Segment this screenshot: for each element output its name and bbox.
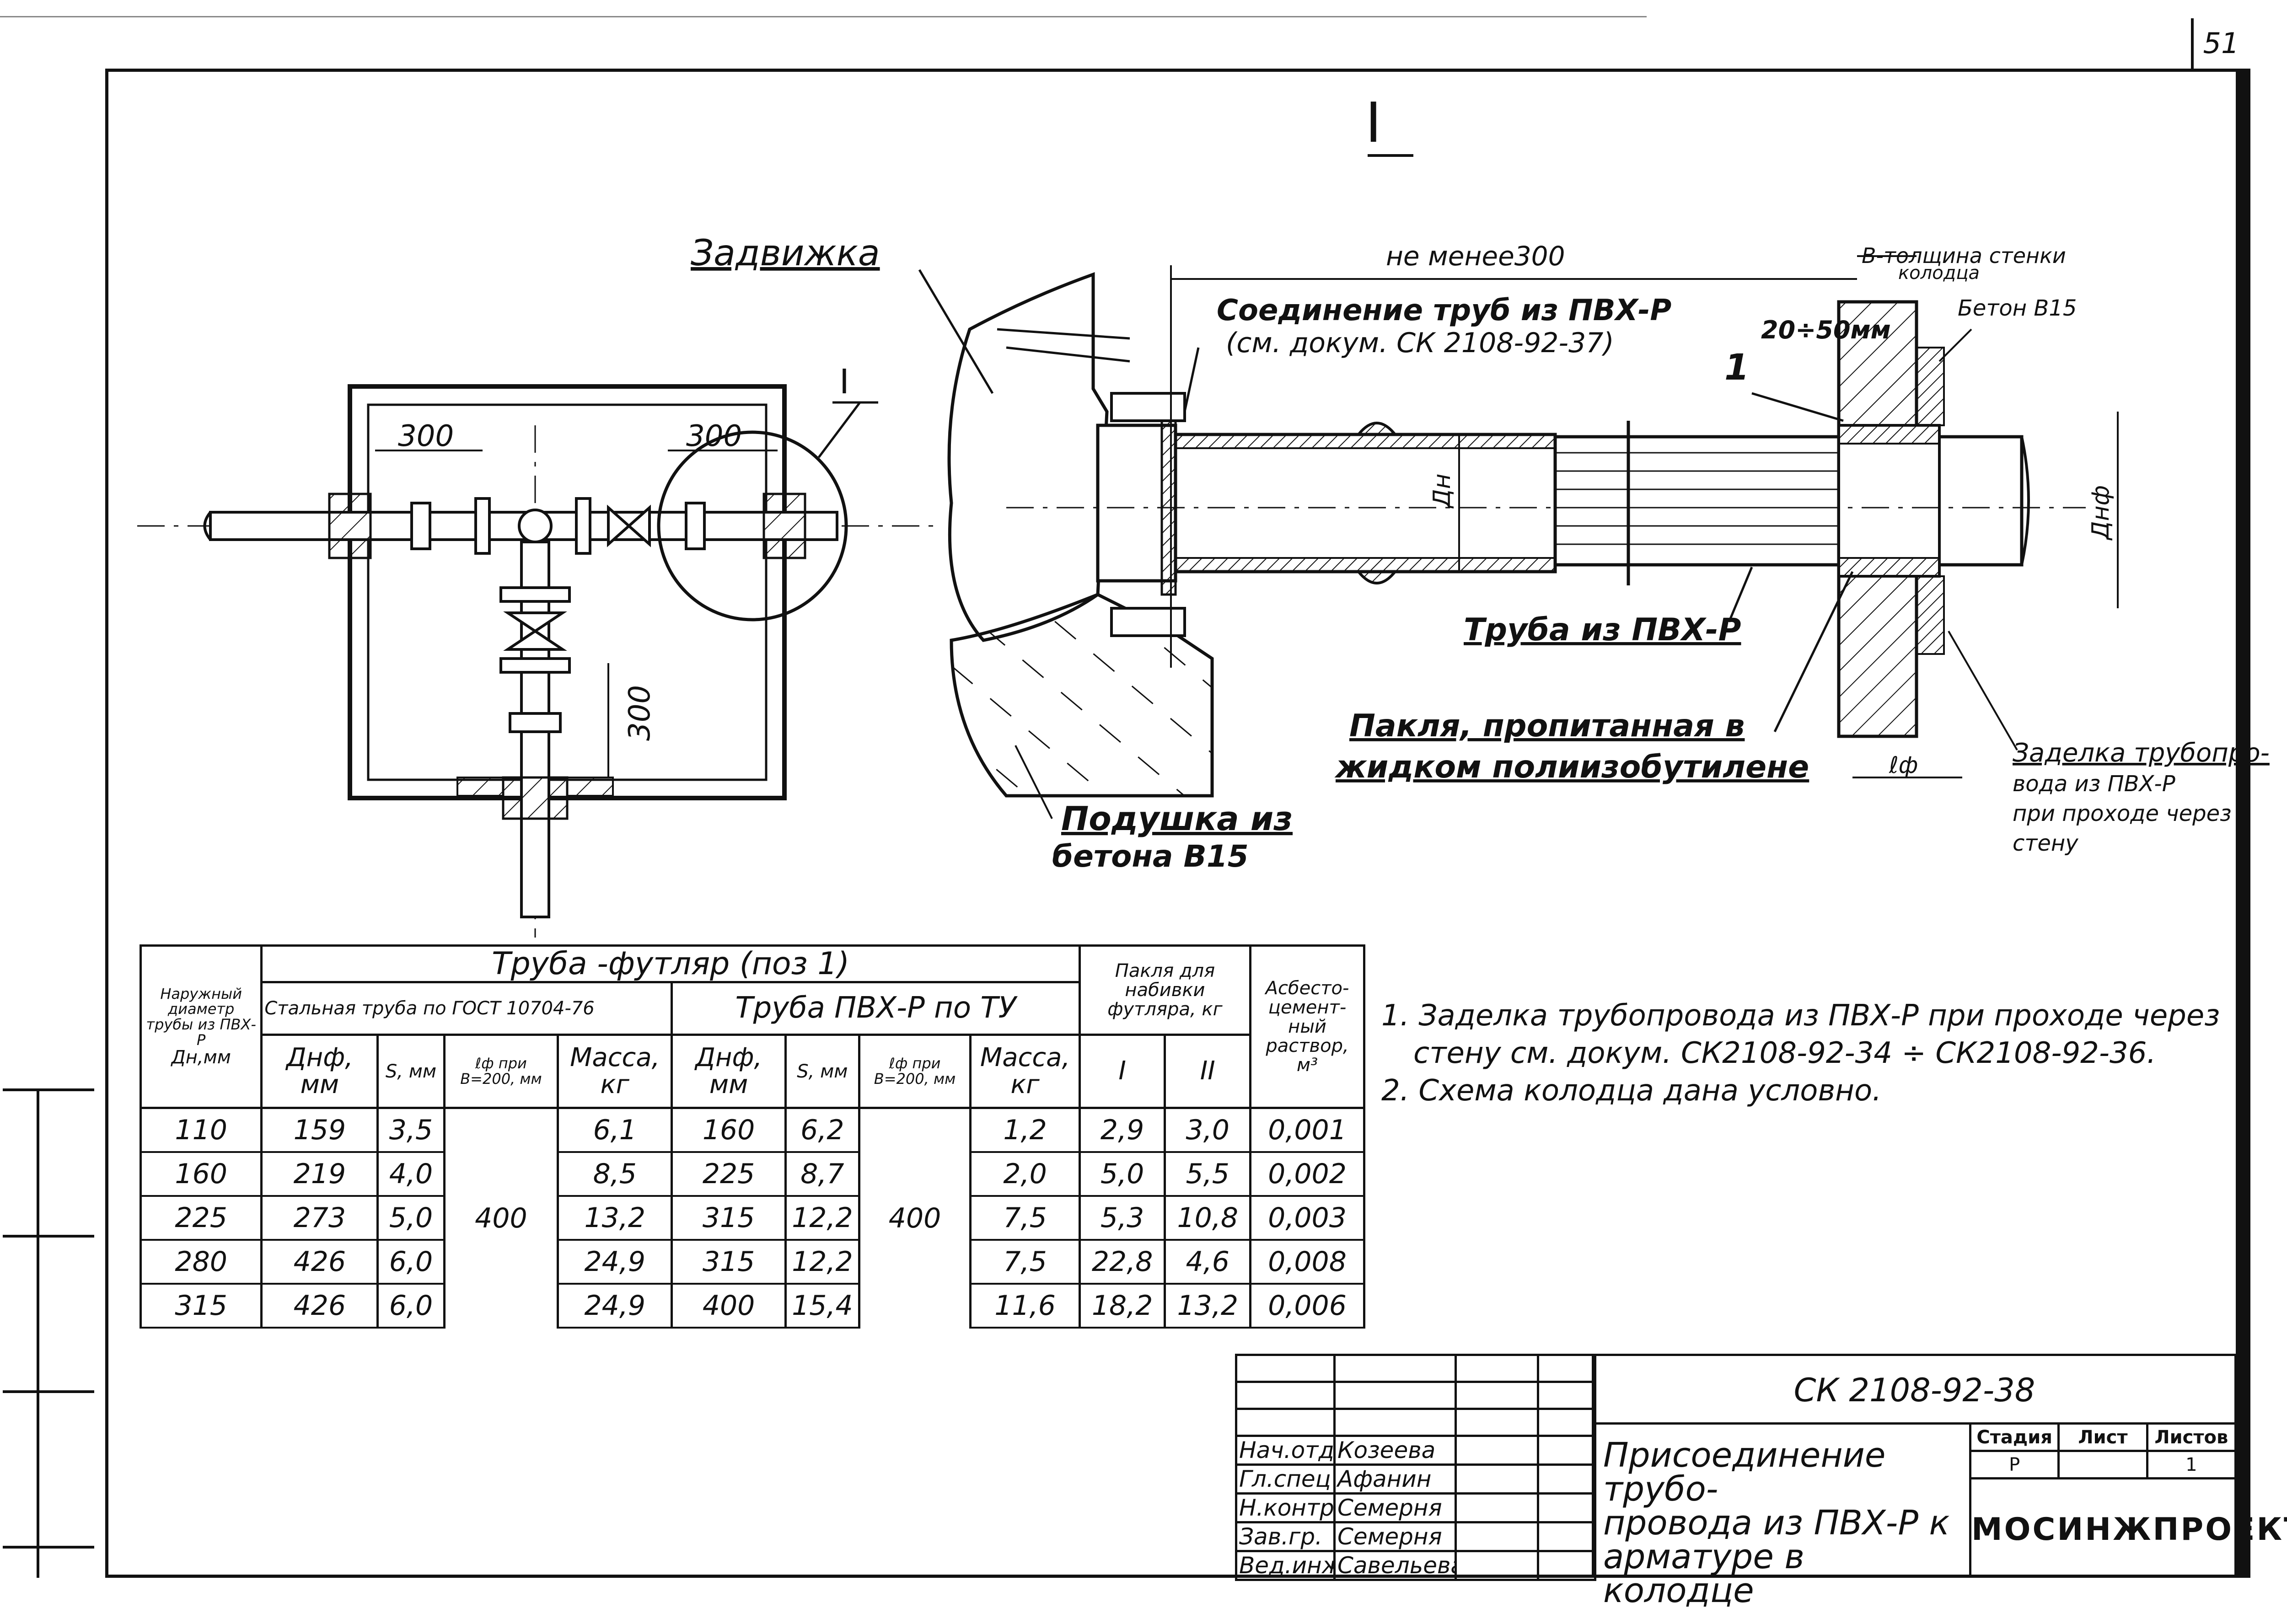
- label-truba-pvh: Труба из ПВХ-Р: [1464, 612, 1741, 648]
- note-2: 2. Схема колодца дана условно.: [1381, 1074, 1882, 1108]
- dim-ne-menee: не менее300: [1386, 241, 1565, 272]
- detail-view: [918, 255, 2119, 819]
- plan-callout: I: [839, 362, 849, 402]
- label-podushka-1: Подушка из: [1061, 799, 1293, 838]
- view-label: I: [1365, 91, 1382, 155]
- th-pvh: Труба ПВХ-Р по ТУ: [671, 981, 1081, 1036]
- label-dn: Дн: [1428, 473, 1456, 509]
- th-asbest: Асбесто-цемент-ный раствор,м³: [1249, 944, 1365, 1109]
- label-paklya-1: Пакля, пропитанная в: [1349, 708, 1745, 744]
- label-soedinenie-2: (см. докум. СК 2108-92-37): [1226, 327, 1614, 359]
- sheet-number: 51: [2191, 18, 2249, 69]
- th-steel: Стальная труба по ГОСТ 10704-76: [260, 981, 673, 1036]
- signer-role: Гл.спец: [1235, 1463, 1336, 1495]
- stage-value: Р: [1969, 1450, 2060, 1479]
- th-steel-dnf: Днф, мм: [260, 1034, 379, 1109]
- th-pvh-mass: Масса, кг: [969, 1034, 1081, 1109]
- th-paklya: Пакля для набивки футляра, кг: [1078, 944, 1252, 1036]
- th-pvh-dnf: Днф, мм: [671, 1034, 787, 1109]
- label-zadelka-3: при проходе через: [2013, 801, 2232, 826]
- label-pos1: 1: [1724, 347, 1749, 388]
- organization: МОСИНЖПРОЕКТ: [1969, 1477, 2287, 1578]
- dim-300-left: 300: [398, 419, 454, 453]
- label-gap: 20÷50мм: [1761, 316, 1891, 344]
- top-border-dash: [0, 16, 1647, 17]
- frame-right-edge: [2236, 69, 2250, 1578]
- document-title: Присоединение трубо- провода из ПВХ-Р к …: [1592, 1422, 1971, 1608]
- note-1-line-1: 1. Заделка трубопровода из ПВХ-Р при про…: [1381, 999, 2220, 1033]
- label-zadelka-4: стену: [2013, 831, 2078, 856]
- signer-name: Семерня: [1333, 1492, 1457, 1523]
- th-pvh-lf: ℓф при В=200, мм: [858, 1034, 972, 1109]
- th-steel-mass: Масса, кг: [557, 1034, 673, 1109]
- signer-role: Зав.гр.: [1235, 1521, 1336, 1552]
- steel-lf-value: 400: [443, 1108, 559, 1328]
- label-zadvizhka: Задвижка: [691, 233, 880, 274]
- pvh-lf-value: 400: [858, 1108, 972, 1328]
- signer-role: Н.контр.: [1235, 1492, 1336, 1523]
- signer-name: Козеева: [1333, 1435, 1457, 1466]
- label-paklya-2: жидком полиизобутилене: [1334, 749, 1809, 785]
- label-zadelka-2: вода из ПВХ-Р: [2013, 771, 2175, 797]
- sheets-label: Листов: [2146, 1422, 2237, 1452]
- dim-300-right: 300: [686, 419, 742, 453]
- label-dnf: Днф: [2087, 485, 2115, 541]
- signer-name: Афанин: [1333, 1463, 1457, 1495]
- document-code: СК 2108-92-38: [1592, 1354, 2237, 1425]
- th-steel-lf: ℓф при В=200, мм: [443, 1034, 559, 1109]
- label-soedinenie-1: Соединение труб из ПВХ-Р: [1217, 294, 1671, 327]
- signer-role: Нач.отд: [1235, 1435, 1336, 1466]
- signer-name: Семерня: [1333, 1521, 1457, 1552]
- sheet-label: Лист: [2057, 1422, 2148, 1452]
- signer-role: Вед.инж: [1235, 1550, 1336, 1581]
- th-futlyar: Труба -футляр (поз 1): [260, 944, 1081, 983]
- notes: 1. Заделка трубопровода из ПВХ-Р при про…: [1381, 997, 2220, 1109]
- stage-table: Стадия Лист Листов Р 1: [1969, 1422, 2237, 1479]
- stage-label: Стадия: [1969, 1422, 2060, 1452]
- label-beton: Бетон В15: [1958, 295, 2077, 321]
- th-steel-s: S, мм: [376, 1034, 446, 1109]
- binding-margin-ticks: [3, 1088, 94, 1578]
- sheets-value: 1: [2146, 1450, 2237, 1479]
- th-paklya-II: II: [1164, 1034, 1252, 1109]
- note-1-line-2: стену см. докум. СК2108-92-34 ÷ СК2108-9…: [1413, 1036, 2156, 1070]
- label-b-tolshchina-1: В-толщина стенки: [1862, 243, 2066, 268]
- label-b-tolshchina-2: колодца: [1898, 263, 1980, 284]
- label-podushka-2: бетона В15: [1052, 839, 1249, 874]
- dim-300-vertical: 300: [623, 685, 657, 741]
- label-zadelka-1: Заделка трубопро-: [2013, 738, 2270, 768]
- label-lf: ℓф: [1889, 752, 1918, 778]
- th-paklya-I: I: [1078, 1034, 1166, 1109]
- plan-view: [137, 384, 942, 938]
- signer-name: Савельева: [1333, 1550, 1457, 1581]
- th-pvh-s: S, мм: [784, 1034, 860, 1109]
